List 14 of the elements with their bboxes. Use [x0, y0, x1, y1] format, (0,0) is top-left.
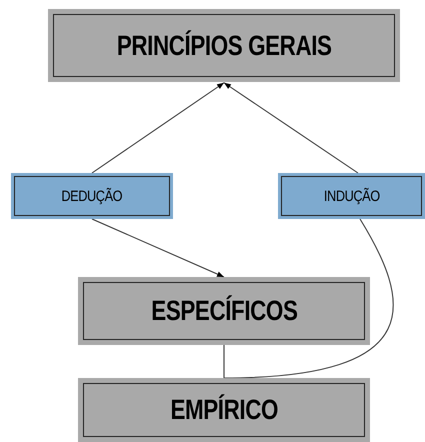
- method-box: [11, 173, 173, 219]
- box-label: EMPÍRICO: [170, 394, 278, 426]
- connector-line: [224, 218, 394, 378]
- concept-box: [78, 378, 370, 442]
- concept-box: [78, 277, 370, 345]
- box-label: PRINCÍPIOS GERAIS: [116, 30, 332, 62]
- box-label: DEDUÇÃO: [62, 188, 122, 204]
- arrow: [92, 218, 224, 278]
- concept-box: [48, 9, 400, 82]
- arrow: [92, 82, 224, 174]
- box-label: ESPECÍFICOS: [150, 295, 298, 327]
- box-label: INDUÇÃO: [324, 188, 380, 204]
- method-box: [278, 173, 425, 219]
- arrow: [224, 82, 358, 174]
